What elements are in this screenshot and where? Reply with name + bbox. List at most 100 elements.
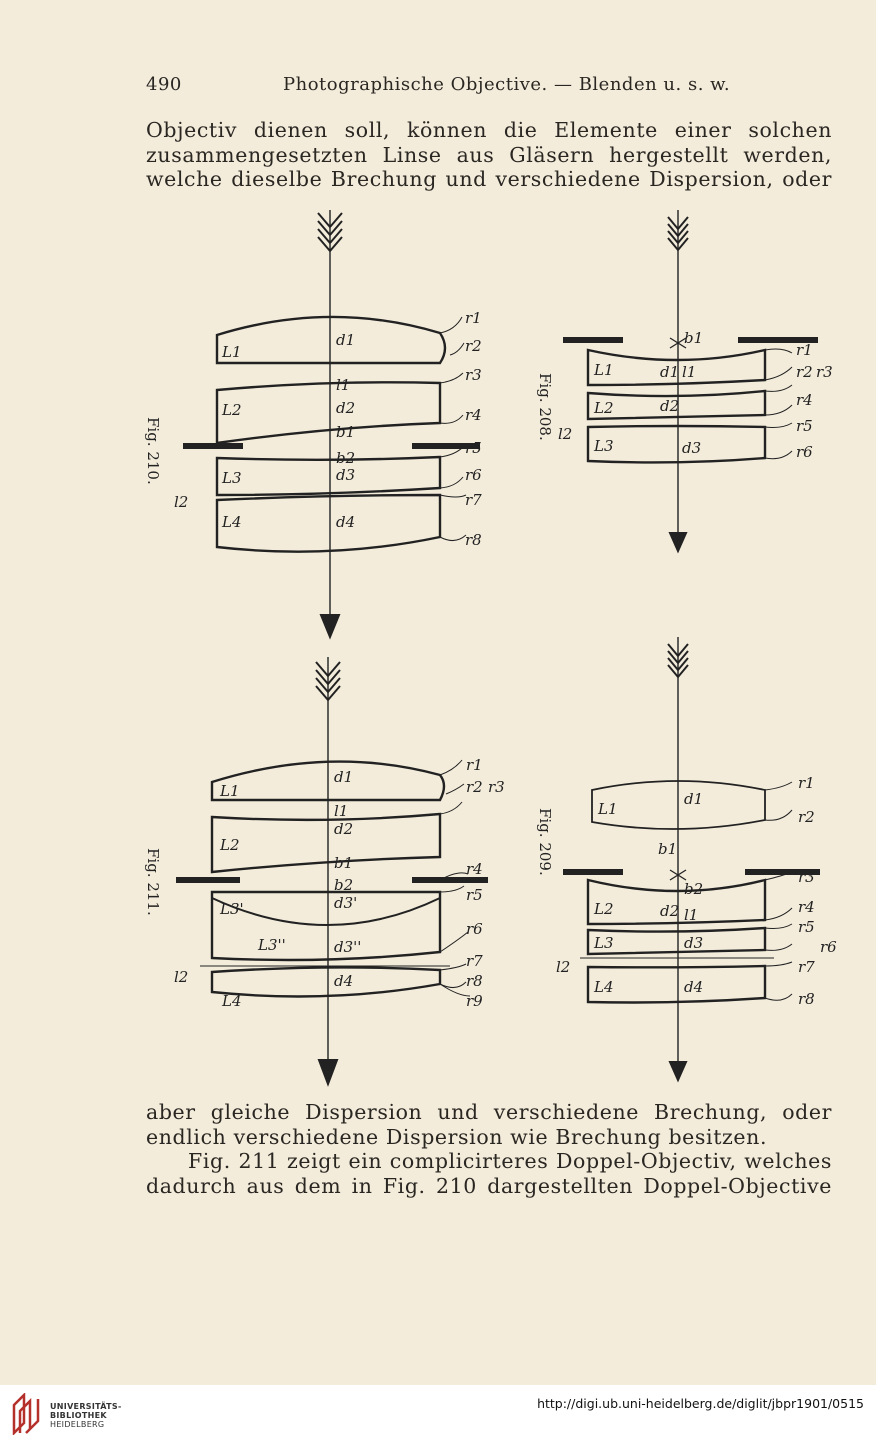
label-d4: d4 [684, 978, 703, 996]
label-r7: r7 [465, 491, 482, 509]
label-d4: d4 [336, 513, 355, 531]
label-L2: L2 [219, 836, 240, 854]
label-d2: d2 [336, 399, 355, 417]
book-page: 490 Photographische Objective. — Blenden… [144, 74, 838, 1198]
figure-caption: Fig. 210. [144, 417, 162, 485]
label-b1: b1 [334, 854, 353, 872]
label-r5: r5 [466, 886, 483, 904]
label-r2: r2 [796, 363, 813, 381]
figure-caption: Fig. 209. [536, 808, 554, 876]
label-l1: l1 [684, 906, 698, 924]
source-url-link[interactable]: http://digi.ub.uni-heidelberg.de/diglit/… [537, 1396, 864, 1411]
paragraph-bottom: aber gleiche Dispersion und verschiedene… [146, 1100, 832, 1198]
label-r2: r2 [465, 337, 482, 355]
label-r5: r5 [798, 918, 815, 936]
paragraph-top: Objectiv dienen soll, können die Element… [146, 118, 832, 192]
label-r6: r6 [465, 466, 482, 484]
label-d2: d2 [334, 820, 353, 838]
label-d3-prime: d3' [334, 894, 357, 912]
label-r5: r5 [796, 417, 813, 435]
text-line: welche dieselbe Brechung und verschieden… [146, 167, 832, 191]
label-r7: r7 [798, 958, 815, 976]
label-r7: r7 [466, 952, 483, 970]
label-r2: r2 [798, 808, 815, 826]
label-r8: r8 [798, 990, 815, 1008]
label-r4: r4 [796, 391, 813, 409]
logo-line: BIBLIOTHEK [50, 1411, 107, 1420]
label-b1: b1 [336, 423, 355, 441]
label-L2: L2 [221, 401, 242, 419]
label-l1: l1 [334, 802, 348, 820]
label-L3-prime: L3' [219, 900, 244, 918]
label-L4: L4 [221, 513, 242, 531]
label-r4: r4 [798, 898, 815, 916]
text-line: Fig. 211 zeigt ein complicirteres Doppel… [188, 1149, 832, 1173]
text-line: Objectiv dienen soll, können die Element… [146, 118, 832, 142]
footer-bar [0, 1385, 876, 1450]
label-b2: b2 [334, 876, 353, 894]
label-r1: r1 [465, 309, 482, 327]
running-title: Photographische Objective. — Blenden u. … [283, 74, 731, 95]
library-logo-icon[interactable] [10, 1393, 42, 1435]
label-L3-double-prime: L3'' [257, 936, 286, 954]
label-r3: r3 [465, 366, 482, 384]
figure-208: L1 L2 L3 d1 d2 d3 b1 l1 r1 r2 r3 r4 r5 r… [536, 210, 833, 554]
label-l2: l2 [558, 425, 572, 443]
label-b1: b1 [684, 329, 703, 347]
label-L2: L2 [593, 900, 614, 918]
text-line: zusammengesetzten Linse aus Gläsern herg… [146, 142, 832, 167]
label-r3: r3 [798, 868, 815, 886]
label-r3: r3 [488, 778, 505, 796]
label-r1: r1 [466, 756, 483, 774]
label-d1: d1 [334, 768, 353, 786]
label-b2: b2 [684, 880, 703, 898]
label-d1: d1 [336, 331, 355, 349]
page-number: 490 [146, 74, 182, 95]
label-L1: L1 [219, 782, 240, 800]
label-L1: L1 [597, 800, 618, 818]
label-r9: r9 [466, 992, 483, 1010]
label-l1: l1 [682, 363, 696, 381]
label-L3: L3 [221, 469, 242, 487]
label-r1: r1 [798, 774, 815, 792]
label-b1: b1 [658, 840, 677, 858]
label-b2: b2 [336, 449, 355, 467]
text-line: dadurch aus dem in Fig. 210 dargestellte… [146, 1173, 832, 1198]
label-r6: r6 [466, 920, 483, 938]
label-r6: r6 [796, 443, 813, 461]
label-d2: d2 [660, 902, 679, 920]
figure-caption: Fig. 208. [536, 373, 554, 441]
label-L2: L2 [593, 399, 614, 417]
label-r8: r8 [465, 531, 482, 549]
label-r8: r8 [466, 972, 483, 990]
label-d3: d3 [682, 439, 701, 457]
label-l2: l2 [174, 493, 188, 511]
label-L1: L1 [593, 361, 614, 379]
label-l1: l1 [336, 376, 350, 394]
label-r1: r1 [796, 341, 813, 359]
label-r3: r3 [816, 363, 833, 381]
label-d3-double-prime: d3'' [334, 938, 361, 956]
label-L3: L3 [593, 934, 614, 952]
figure-210: L1 L2 L3 L4 d1 d2 d3 d4 l1 b1 b2 r1 r2 r… [144, 210, 482, 640]
logo-line: HEIDELBERG [50, 1420, 105, 1429]
label-L3: L3 [593, 437, 614, 455]
logo-line: UNIVERSITÄTS- [50, 1402, 122, 1411]
library-logo-text: UNIVERSITÄTS- BIBLIOTHEK HEIDELBERG [50, 1402, 122, 1429]
label-r4: r4 [465, 406, 482, 424]
figure-209: L1 L2 L3 L4 d1 d2 d3 d4 b1 b2 l1 r1 r2 r… [536, 637, 837, 1083]
figure-211: L1 L2 L3' L3'' L4 d1 d2 d3' d3'' d4 l1 b… [144, 657, 505, 1087]
label-L1: L1 [221, 343, 242, 361]
label-l2: l2 [174, 968, 188, 986]
label-r5: r5 [465, 439, 482, 457]
label-d3: d3 [336, 466, 355, 484]
label-d3: d3 [684, 934, 703, 952]
label-l2: l2 [556, 958, 570, 976]
label-r2: r2 [466, 778, 483, 796]
figure-caption: Fig. 211. [144, 848, 162, 916]
label-d1: d1 [684, 790, 703, 808]
label-L4: L4 [221, 992, 242, 1010]
text-line: aber gleiche Dispersion und verschiedene… [146, 1100, 832, 1124]
label-d1: d1 [660, 363, 679, 381]
text-line: endlich verschiedene Dispersion wie Brec… [146, 1124, 768, 1149]
